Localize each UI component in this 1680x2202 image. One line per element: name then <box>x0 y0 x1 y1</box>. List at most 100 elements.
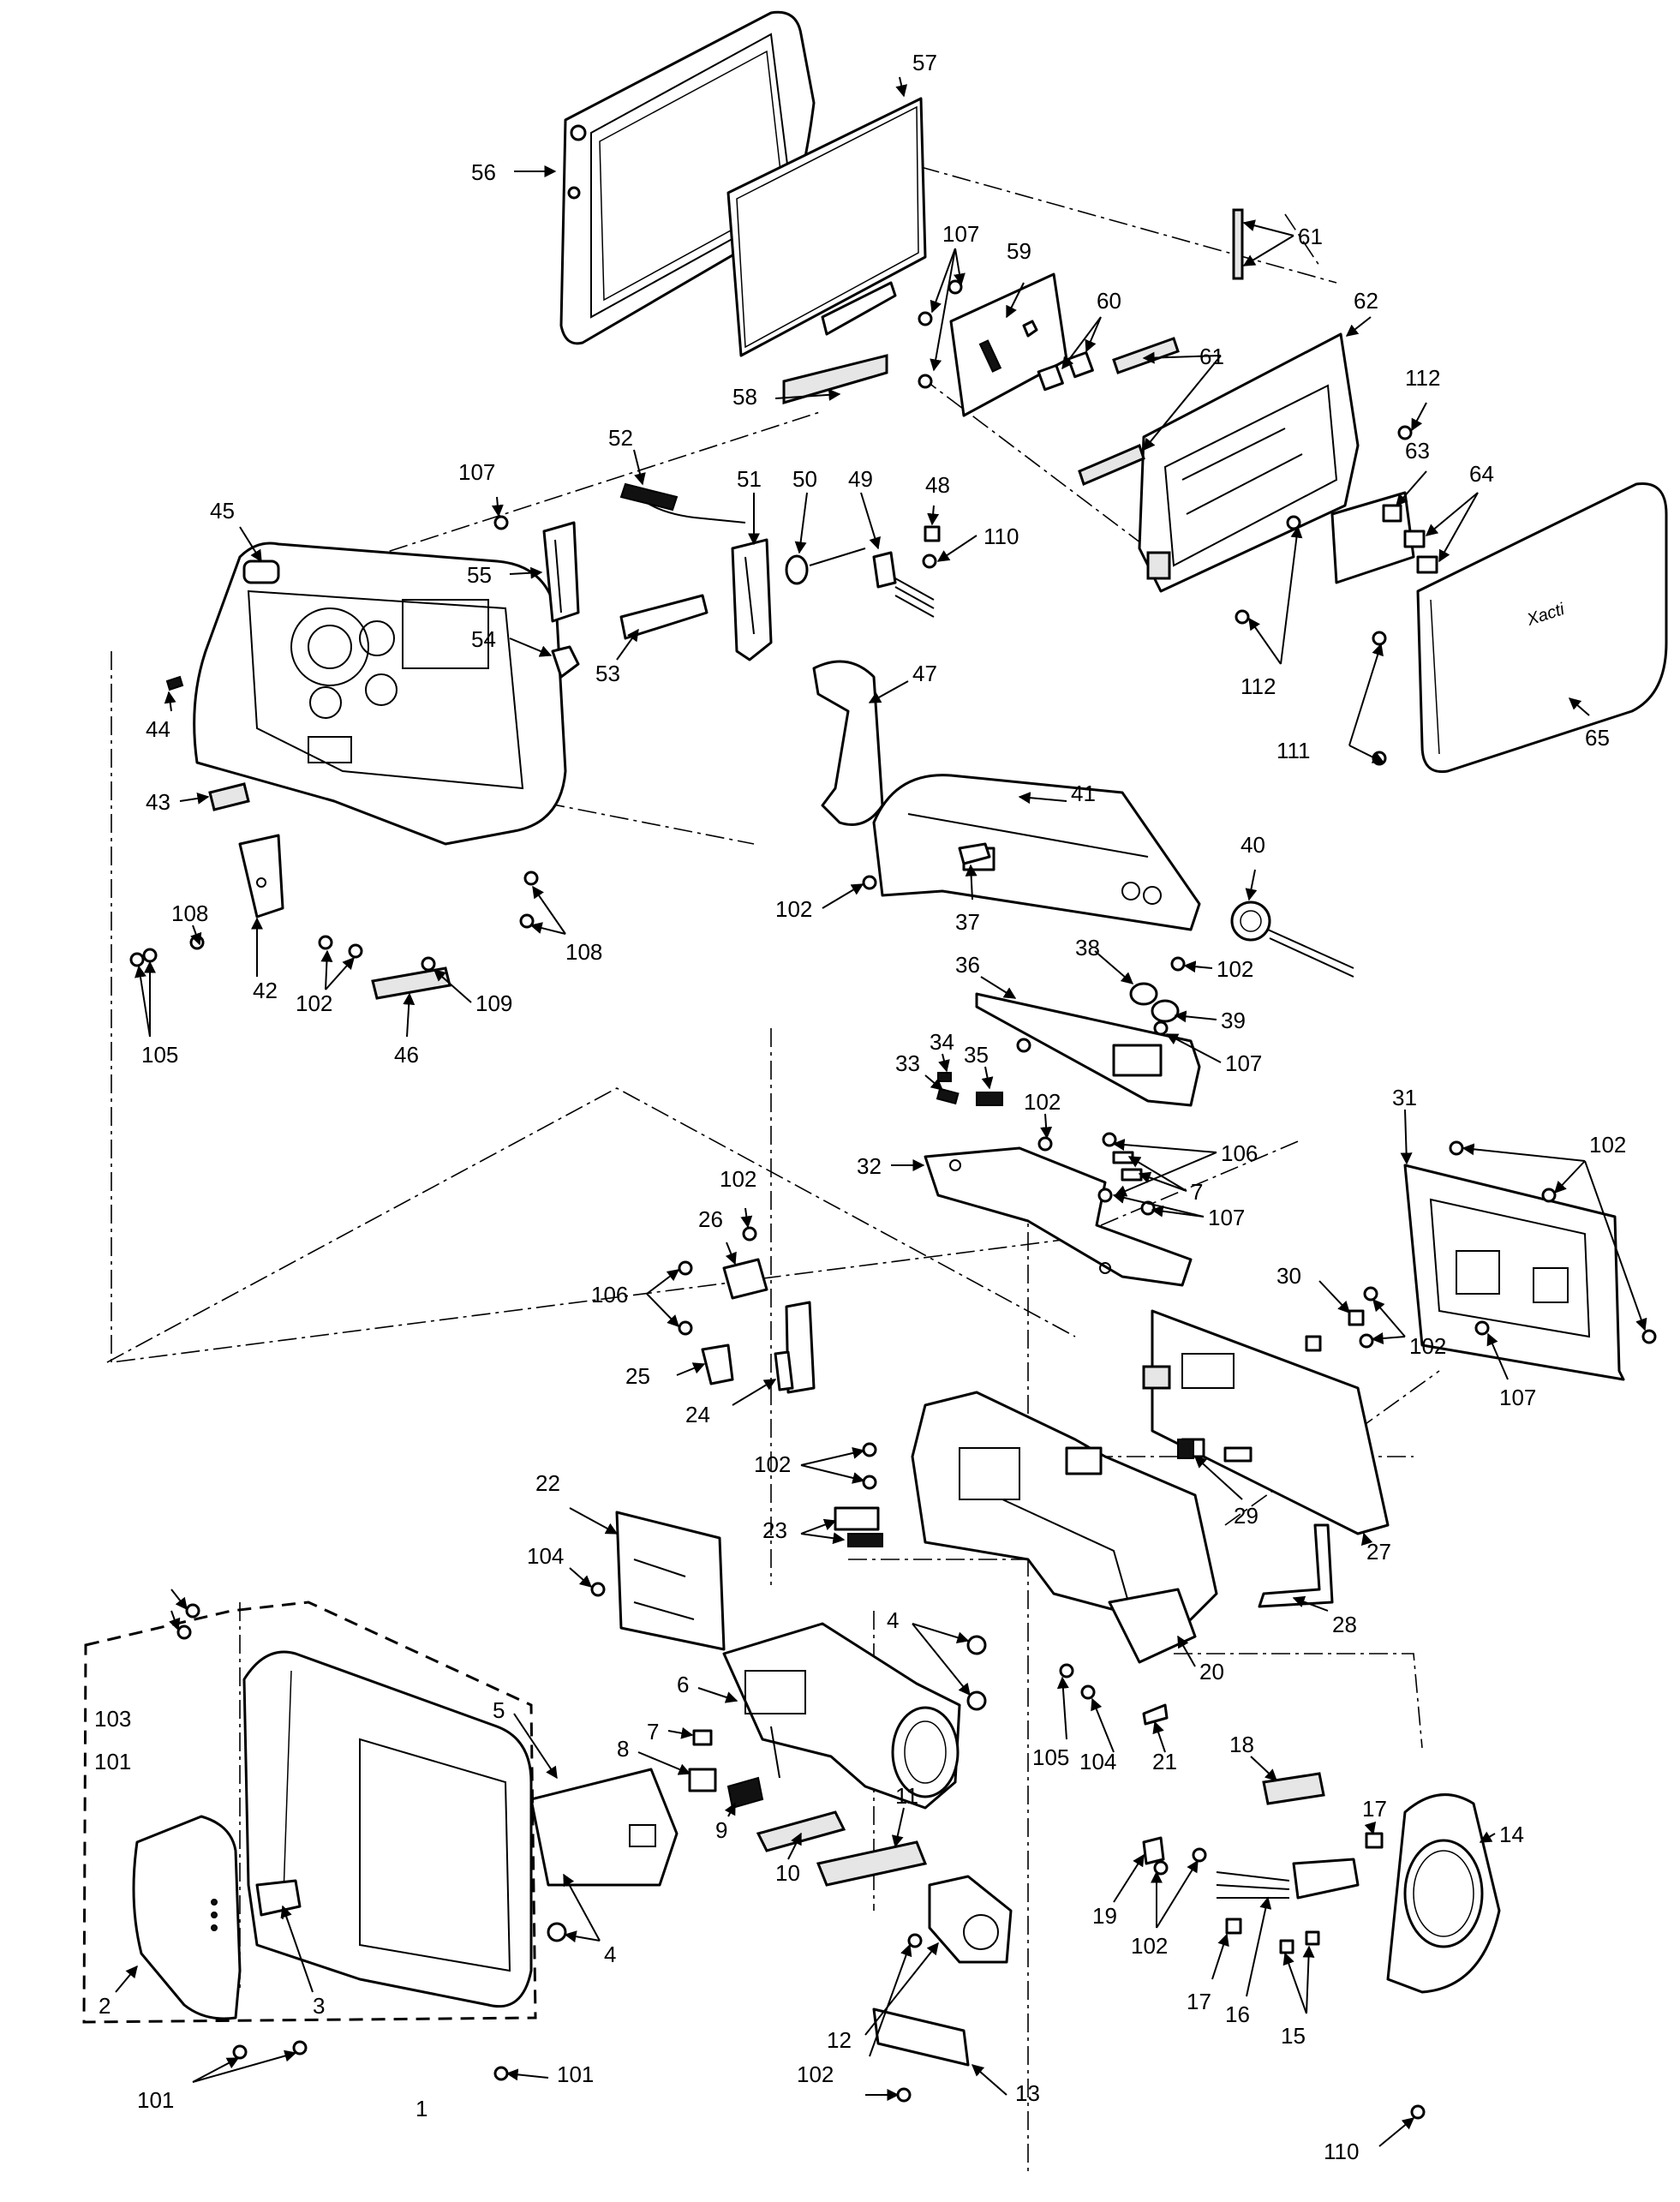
label-29: 29 <box>1234 1503 1259 1529</box>
label-4: 4 <box>604 1942 616 1967</box>
label-3: 3 <box>313 1993 325 2019</box>
label-102: 102 <box>754 1451 791 1477</box>
grip-cover-47 <box>812 660 884 826</box>
pad-19 <box>1142 1836 1165 1865</box>
top-cabinet <box>872 774 1201 931</box>
label-108: 108 <box>171 901 208 926</box>
label-56: 56 <box>471 159 496 185</box>
label-41: 41 <box>1071 781 1096 806</box>
label-61: 61 <box>1298 224 1323 249</box>
label-101: 101 <box>137 2087 174 2113</box>
label-102: 102 <box>1409 1333 1446 1359</box>
label-9: 9 <box>715 1817 727 1843</box>
label-112: 112 <box>1405 365 1440 391</box>
label-62: 62 <box>1354 288 1378 314</box>
label-64: 64 <box>1469 461 1494 487</box>
label-104: 104 <box>527 1543 564 1569</box>
lcd-rear-cover: Xacti <box>1416 482 1668 774</box>
label-111: 111 <box>1276 738 1311 763</box>
label-42: 42 <box>253 978 278 1003</box>
label-102: 102 <box>1589 1132 1626 1158</box>
leader-lines <box>115 76 1647 2147</box>
label-109: 109 <box>475 990 512 1016</box>
label-102: 102 <box>797 2061 834 2087</box>
label-107: 107 <box>1208 1205 1245 1230</box>
label-53: 53 <box>595 661 620 686</box>
pin-44 <box>165 675 184 691</box>
lcd-frame <box>559 10 816 345</box>
label-22: 22 <box>535 1470 560 1496</box>
flex-cable-52 <box>619 482 746 524</box>
sheet-9 <box>726 1776 764 1810</box>
label-45: 45 <box>210 498 235 524</box>
label-63: 63 <box>1405 438 1430 464</box>
label-4: 4 <box>887 1607 899 1633</box>
label-55: 55 <box>467 562 492 588</box>
label-102: 102 <box>775 896 812 922</box>
label-107: 107 <box>942 221 979 247</box>
label-106: 106 <box>591 1282 628 1307</box>
sheet-53 <box>619 594 708 640</box>
board-36 <box>975 992 1201 1107</box>
label-32: 32 <box>857 1153 882 1179</box>
label-6: 6 <box>677 1672 689 1697</box>
label-19: 19 <box>1092 1903 1117 1929</box>
label-37: 37 <box>955 909 980 935</box>
label-57: 57 <box>912 50 937 75</box>
lcd-board <box>949 272 1068 417</box>
label-105: 105 <box>1032 1744 1069 1770</box>
rear-cabinet <box>193 542 567 846</box>
label-18: 18 <box>1229 1732 1254 1757</box>
plate-31 <box>1403 1164 1625 1381</box>
label-65: 65 <box>1585 725 1610 751</box>
label-36: 36 <box>955 952 980 978</box>
label-44: 44 <box>146 716 170 742</box>
label-24: 24 <box>685 1402 710 1427</box>
part-25 <box>701 1343 734 1385</box>
label-34: 34 <box>930 1029 954 1055</box>
label-102: 102 <box>720 1166 756 1192</box>
label-26: 26 <box>698 1206 723 1232</box>
part-21 <box>1142 1703 1169 1726</box>
sheets-10-11 <box>756 1810 928 1887</box>
hinge-parts-50-49-48 <box>785 525 941 618</box>
label-8: 8 <box>617 1736 629 1762</box>
label-15: 15 <box>1281 2023 1306 2049</box>
label-110: 110 <box>1324 2139 1359 2164</box>
label-31: 31 <box>1392 1085 1417 1110</box>
label-2: 2 <box>99 1993 111 2019</box>
label-5: 5 <box>493 1697 505 1723</box>
label-52: 52 <box>608 425 633 451</box>
label-50: 50 <box>792 466 817 492</box>
bracket-5 <box>529 1768 679 1887</box>
label-17: 17 <box>1187 1989 1211 2014</box>
label-59: 59 <box>1007 238 1031 264</box>
label-49: 49 <box>848 466 873 492</box>
front-cover-1 <box>242 1650 533 2008</box>
hinge-plate-63 <box>1330 491 1438 584</box>
label-27: 27 <box>1366 1539 1391 1565</box>
label-112: 112 <box>1241 673 1276 699</box>
label-105: 105 <box>141 1042 178 1068</box>
connectors-23 <box>834 1506 883 1547</box>
pads-17-15 <box>1225 1832 1384 1954</box>
label-38: 38 <box>1075 935 1100 960</box>
label-16: 16 <box>1225 2002 1250 2027</box>
label-10: 10 <box>775 1860 800 1886</box>
label-106: 106 <box>1221 1140 1258 1166</box>
label-43: 43 <box>146 789 170 815</box>
main-board-27 <box>1142 1309 1390 1535</box>
front-cover-2 <box>132 1815 242 2020</box>
pads-33-35 <box>936 1072 1143 1182</box>
label-102: 102 <box>1131 1933 1168 1959</box>
label-11: 11 <box>895 1783 918 1809</box>
label-7: 7 <box>647 1719 659 1744</box>
label-107: 107 <box>1499 1385 1536 1410</box>
label-107: 107 <box>1225 1050 1262 1076</box>
board-13 <box>872 2008 970 2067</box>
label-104: 104 <box>1079 1749 1116 1774</box>
label-48: 48 <box>925 472 950 498</box>
lens-unit-6 <box>722 1622 961 1810</box>
label-107: 107 <box>458 459 495 485</box>
connector-60 <box>1037 350 1094 392</box>
